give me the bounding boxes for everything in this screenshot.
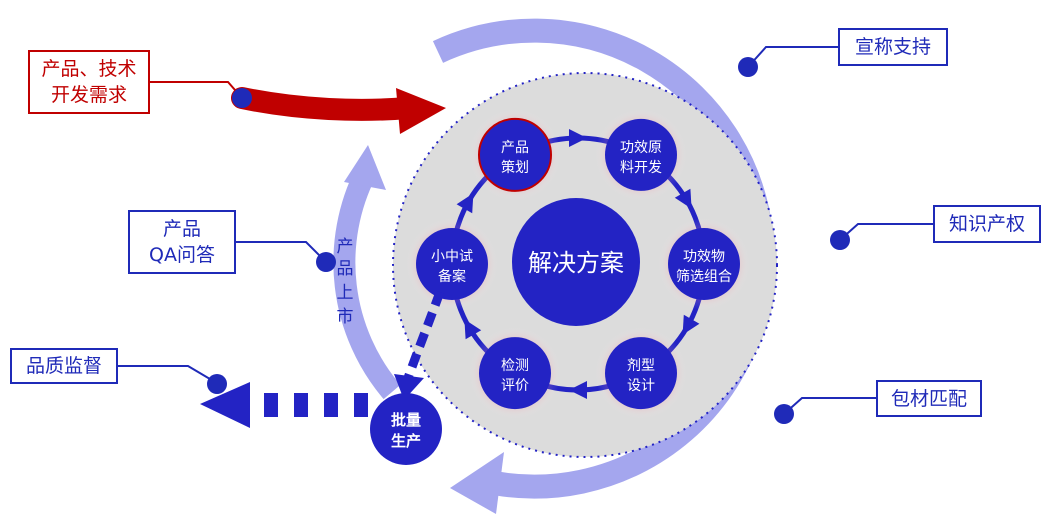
cycle-node-line2: 备案: [438, 268, 466, 285]
center-label: 解决方案: [528, 249, 624, 277]
cycle-node-line2: 料开发: [620, 160, 662, 176]
cycle-node-line2: 筛选组合: [676, 269, 732, 285]
production-dash-1: [354, 393, 368, 417]
market-launch-char-4: 市: [337, 307, 354, 327]
cycle-node-line1: 功效物: [683, 249, 725, 265]
quality-dot: [207, 374, 227, 394]
cycle-node-line2: 策划: [501, 159, 529, 176]
production-dash-3: [294, 393, 308, 417]
mass-production-line1: 批量: [391, 411, 421, 429]
qa-line2: QA问答: [149, 244, 215, 266]
cycle-node-circle: [668, 228, 740, 300]
market-launch-arrowhead: [344, 145, 386, 190]
core-disk-dotted-border: [392, 72, 778, 458]
cycle-arrowhead: [456, 193, 474, 214]
cycle-node-circle: [605, 118, 677, 191]
market-launch-char-1: 产: [337, 237, 354, 257]
cycle-node-circle: [478, 117, 552, 192]
center-node: [512, 198, 640, 326]
packaging-dot: [774, 404, 794, 424]
production-dash-2: [324, 393, 338, 417]
mass-production-line2: 生产: [391, 432, 421, 450]
cycle-arrowhead: [464, 319, 482, 340]
cycle-node-line1: 检测: [501, 358, 529, 374]
packaging-connector: [783, 397, 876, 415]
dev-demand-dot: [232, 88, 252, 108]
quality-callout: 品质监督: [10, 348, 118, 384]
market-launch-arc: [333, 167, 401, 400]
mass-production-node: [370, 393, 442, 465]
cycle-node-circle: [605, 337, 677, 410]
cycle-node-line1: 产品: [501, 140, 529, 156]
cycle-arrowhead: [674, 188, 692, 209]
production-dash-4: [264, 393, 278, 417]
outer-ring-arrowhead: [450, 452, 504, 514]
claim-support-connector: [747, 46, 838, 68]
ip-dot: [830, 230, 850, 250]
cycle-node-line2: 评价: [501, 378, 529, 394]
packaging-callout: 包材匹配: [876, 380, 982, 417]
ip-connector: [839, 223, 933, 241]
dev-demand-line1: 产品、技术: [41, 58, 137, 80]
claim-support-label: 宣称支持: [854, 36, 931, 58]
cycle-arrowhead: [569, 381, 587, 399]
dev-demand-arrowhead: [396, 88, 446, 134]
cycle-node-line1: 小中试: [431, 249, 473, 265]
dev-demand-connector: [150, 81, 243, 99]
dev-demand-callout: 产品、技术 开发需求: [28, 50, 150, 114]
dev-demand-arrow-shaft: [231, 87, 419, 121]
claim-support-dot: [738, 57, 758, 77]
production-arrowhead: [200, 382, 250, 428]
cycle-node-circle: [479, 337, 551, 410]
cycle-arrowhead: [569, 129, 587, 147]
cycle-arrowhead: [682, 314, 700, 335]
cycle-node-line1: 剂型: [627, 358, 655, 374]
ip-label: 知识产权: [948, 213, 1025, 235]
packaging-label: 包材匹配: [890, 387, 967, 410]
quality-connector: [118, 365, 216, 383]
cycle-node-line2: 设计: [627, 378, 655, 394]
qa-callout: 产品 QA问答: [128, 210, 236, 274]
market-launch-char-3: 上: [337, 283, 354, 303]
quality-label: 品质监督: [25, 355, 102, 377]
qa-line1: 产品: [162, 218, 201, 240]
dev-demand-line2: 开发需求: [50, 84, 127, 106]
ip-callout: 知识产权: [933, 205, 1041, 243]
qa-dot: [316, 252, 336, 272]
market-launch-char-2: 品: [337, 259, 354, 279]
qa-connector: [236, 241, 327, 263]
cycle-node-line1: 功效原: [620, 140, 662, 156]
cycle-node-circle: [416, 228, 488, 300]
claim-support-callout: 宣称支持: [838, 28, 948, 66]
pilot-to-production-dashes: [403, 290, 445, 380]
